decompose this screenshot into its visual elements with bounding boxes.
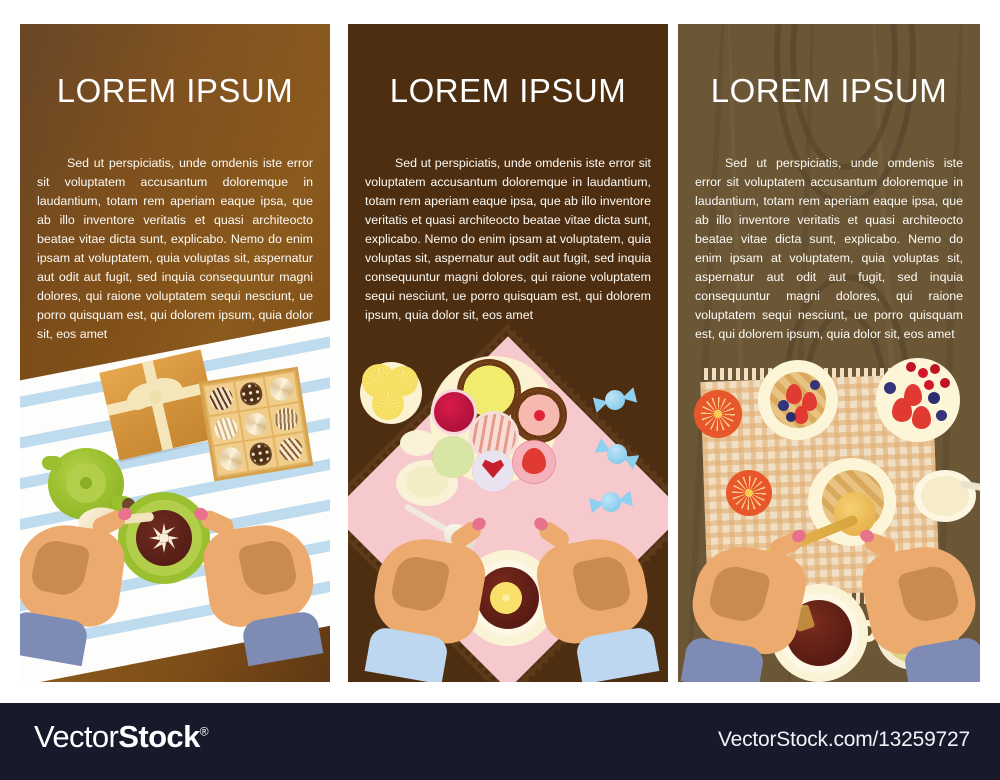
panel-1-title: LOREM IPSUM [56,72,294,109]
panel-1-illustration [20,304,330,682]
strawberry-icon [904,384,922,406]
chocolate-box [198,366,314,482]
left-hand [680,527,812,682]
panel-2-title: LOREM IPSUM [389,72,627,109]
logo-prefix: Vector [34,719,119,754]
cake-red-glaze [434,392,474,432]
blueberry-icon [778,400,789,411]
green-teapot-icon [42,444,135,522]
redcurrant-icon [930,364,940,374]
panel-3-illustration [678,352,980,682]
blueberry-icon [810,380,820,390]
blueberry-icon [786,412,796,422]
poster-panel-3[interactable]: LOREM IPSUM Sed ut perspiciatis, unde om… [678,24,980,682]
panel-3-body-text: Sed ut perspiciatis, unde omdenis iste e… [695,156,963,341]
cream-splash-icon [149,523,179,553]
vectorstock-url[interactable]: VectorStock.com/13259727 [717,728,970,751]
cake-pistachio [432,436,474,478]
right-hand [192,505,324,667]
panel-3-title: LOREM IPSUM [710,72,948,109]
cream-bowl [914,470,976,522]
redcurrant-icon [940,378,950,388]
poster-panel-1[interactable]: LOREM IPSUM Sed ut perspiciatis, unde om… [20,24,330,682]
dried-orange-slice-icon [694,390,742,438]
watermark-footer [0,703,1000,780]
cake-cherry [534,410,545,421]
strawberry-icon [786,384,802,404]
strawberry-icon [802,392,817,411]
poster-panel-2[interactable]: LOREM IPSUM Sed ut perspiciatis, unde om… [348,24,668,682]
sugar-lump [400,430,436,456]
redcurrant-icon [918,368,928,378]
redcurrant-icon [906,362,916,372]
dried-orange-slice-icon [726,470,772,516]
redcurrant-icon [924,380,934,390]
blueberry-icon [884,382,896,394]
left-hand [364,515,490,682]
strawberry-icon [522,448,546,474]
lemon-slice-icon [372,388,404,420]
panel-2-illustration [348,336,668,682]
panel-group: LOREM IPSUM Sed ut perspiciatis, unde om… [0,0,1000,700]
vectorstock-logo[interactable]: VectorStock® [34,719,209,755]
blueberry-icon [928,392,940,404]
right-hand [854,527,980,682]
panel-1-body-text: Sed ut perspiciatis, unde omdenis iste e… [37,156,313,341]
right-hand [530,515,660,682]
blueberry-icon [936,410,947,421]
left-hand [20,505,134,667]
strawberry-icon [794,406,808,424]
registered-trademark-icon: ® [199,724,209,739]
wrapped-candy-icon [592,385,638,415]
panel-2-body-text: Sed ut perspiciatis, unde omdenis iste e… [365,156,651,322]
logo-suffix: Stock [118,719,200,754]
strawberry-icon [912,406,931,429]
